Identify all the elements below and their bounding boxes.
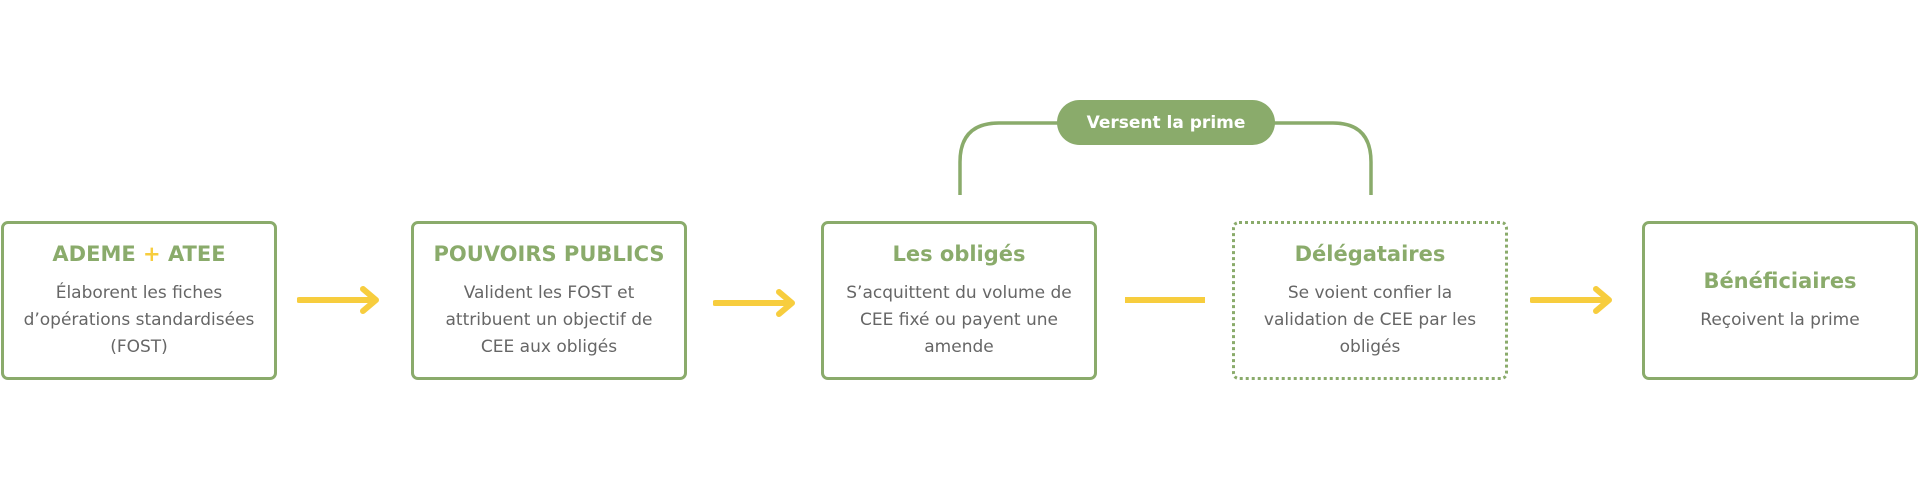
arrow-right-icon: [1530, 286, 1612, 314]
plus-sign: +: [143, 242, 161, 266]
step-description: Reçoivent la prime: [1700, 310, 1860, 330]
step-description: Se voient confier la validation de CEE p…: [1263, 283, 1477, 357]
step-beneficiaires: Bénéficiaires Reçoivent la prime: [1642, 221, 1918, 380]
step-title: POUVOIRS PUBLICS: [433, 242, 665, 266]
step-title: ADEME + ATEE: [52, 240, 225, 268]
step-description: S’acquittent du volume de CEE fixé ou pa…: [846, 283, 1072, 357]
arrow-right-icon: [297, 286, 379, 314]
step-title-atee: ATEE: [167, 242, 226, 266]
step-title-ademe: ADEME: [52, 242, 136, 266]
bracket-label: Versent la prime: [1086, 112, 1246, 133]
arrow-right-icon: [713, 289, 795, 317]
step-pouvoirs-publics: POUVOIRS PUBLICS Valident les FOST et at…: [411, 221, 687, 380]
bracket-label-pill: Versent la prime: [1057, 100, 1275, 145]
step-les-obliges: Les obligés S’acquittent du volume de CE…: [821, 221, 1097, 380]
step-title: Bénéficiaires: [1703, 269, 1857, 293]
step-title: Les obligés: [892, 242, 1026, 266]
step-title: Délégataires: [1294, 242, 1446, 266]
line-connector: [1125, 297, 1205, 303]
step-description: Valident les FOST et attribuent un objec…: [445, 283, 653, 357]
step-ademe-atee: ADEME + ATEE Élaborent les fiches d’opér…: [1, 221, 277, 380]
step-delegataires: Délégataires Se voient confier la valida…: [1232, 221, 1508, 380]
step-description: Élaborent les fiches d’opérations standa…: [23, 283, 255, 357]
